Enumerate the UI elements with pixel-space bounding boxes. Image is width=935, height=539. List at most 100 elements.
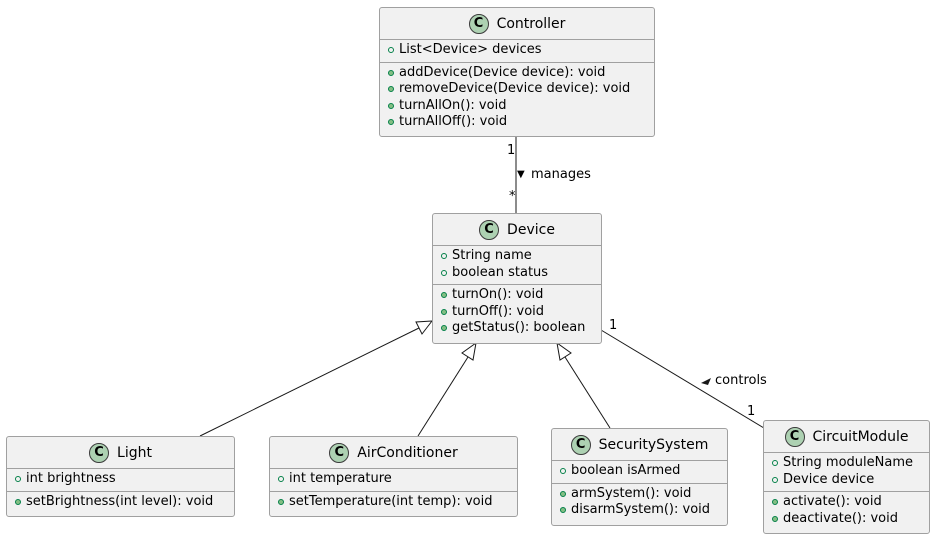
controls-label: controls — [715, 373, 767, 388]
manages-from-multiplicity: 1 — [507, 143, 516, 158]
field-row: boolean status — [433, 265, 601, 282]
method-text: removeDevice(Device device): void — [399, 81, 631, 96]
class-header: C AirConditioner — [270, 437, 517, 469]
manages-to-multiplicity: * — [509, 189, 516, 204]
public-method-icon — [441, 308, 447, 315]
inheritance-airconditioner-line — [417, 356, 469, 437]
methods-section: setTemperature(int temp): void — [270, 490, 517, 514]
class-airconditioner[interactable]: C AirConditioner int temperature setTemp… — [269, 436, 518, 517]
method-text: turnOn(): void — [452, 287, 544, 302]
public-method-icon — [388, 69, 394, 76]
field-row: Device device — [764, 472, 929, 489]
class-icon: C — [570, 434, 591, 455]
class-header: C Light — [7, 437, 234, 469]
fields-section: String moduleName Device device — [764, 453, 929, 491]
field-row: String name — [433, 248, 601, 265]
inheritance-airconditioner-arrowhead — [461, 341, 477, 361]
field-text: List<Device> devices — [399, 42, 542, 57]
method-row: turnAllOff(): void — [380, 114, 654, 131]
method-row: removeDevice(Device device): void — [380, 81, 654, 98]
class-header: C SecuritySystem — [552, 429, 727, 461]
class-icon: C — [89, 442, 110, 463]
manages-direction-arrow: ▼ — [517, 169, 525, 180]
field-text: String moduleName — [783, 455, 913, 470]
method-text: setBrightness(int level): void — [26, 493, 214, 509]
method-text: turnOff(): void — [452, 303, 545, 319]
method-text: turnAllOff(): void — [399, 114, 508, 129]
method-row: turnAllOn(): void — [380, 98, 654, 115]
association-controls-line — [600, 329, 765, 429]
public-field-icon — [772, 460, 778, 467]
public-field-icon — [388, 47, 394, 54]
controls-direction-arrow — [701, 378, 711, 385]
controls-from-multiplicity: 1 — [609, 318, 618, 333]
inheritance-securitysystem-arrowhead — [556, 341, 572, 361]
method-text: activate(): void — [783, 494, 882, 509]
public-method-icon — [15, 498, 21, 505]
public-method-icon — [772, 499, 778, 506]
public-method-icon — [441, 292, 447, 299]
fields-section: String name boolean status — [433, 246, 601, 284]
method-text: disarmSystem(): void — [571, 502, 711, 517]
method-row: setTemperature(int temp): void — [270, 494, 517, 511]
methods-section: activate(): void deactivate(): void — [764, 491, 929, 530]
methods-section: turnOn(): void turnOff(): void getStatus… — [433, 284, 601, 340]
field-text: int brightness — [26, 471, 116, 486]
field-text: Device device — [783, 471, 875, 487]
public-method-icon — [772, 515, 778, 522]
class-header: C Controller — [380, 8, 654, 40]
method-row: addDevice(Device device): void — [380, 65, 654, 82]
field-row: String moduleName — [764, 455, 929, 472]
method-text: deactivate(): void — [783, 510, 898, 526]
field-text: boolean isArmed — [571, 463, 681, 478]
public-field-icon — [15, 476, 21, 483]
methods-section: setBrightness(int level): void — [7, 490, 234, 514]
field-row: int brightness — [7, 471, 234, 488]
method-text: setTemperature(int temp): void — [289, 493, 493, 509]
fields-section: boolean isArmed — [552, 461, 727, 483]
class-name: Device — [507, 221, 555, 238]
public-field-icon — [278, 476, 284, 483]
methods-section: addDevice(Device device): void removeDev… — [380, 61, 654, 134]
class-header: C CircuitModule — [764, 421, 929, 453]
public-method-icon — [278, 498, 284, 505]
class-light[interactable]: C Light int brightness setBrightness(int… — [6, 436, 235, 517]
public-method-icon — [441, 325, 447, 332]
method-row: setBrightness(int level): void — [7, 494, 234, 511]
class-device[interactable]: C Device String name boolean status turn… — [432, 213, 602, 344]
method-text: turnAllOn(): void — [399, 97, 507, 113]
public-field-icon — [441, 269, 447, 276]
public-field-icon — [772, 476, 778, 483]
method-row: armSystem(): void — [552, 486, 727, 503]
class-controller[interactable]: C Controller List<Device> devices addDev… — [379, 7, 655, 137]
class-icon: C — [468, 13, 489, 34]
controls-to-multiplicity: 1 — [747, 404, 756, 419]
class-icon: C — [784, 426, 805, 447]
public-method-icon — [388, 102, 394, 109]
class-name: Light — [117, 444, 152, 461]
inheritance-light-arrowhead — [415, 320, 434, 335]
field-text: int temperature — [289, 471, 392, 486]
fields-section: List<Device> devices — [380, 40, 654, 62]
method-row: disarmSystem(): void — [552, 502, 727, 519]
inheritance-light-line — [199, 326, 422, 437]
class-name: CircuitModule — [812, 428, 909, 445]
method-row: deactivate(): void — [764, 511, 929, 528]
class-name: AirConditioner — [357, 444, 458, 461]
class-icon: C — [329, 442, 350, 463]
class-header: C Device — [433, 214, 601, 246]
method-text: armSystem(): void — [571, 485, 692, 501]
class-icon: C — [479, 219, 500, 240]
public-field-icon — [560, 468, 566, 475]
method-row: getStatus(): boolean — [433, 320, 601, 337]
manages-label: manages — [531, 167, 591, 182]
class-name: SecuritySystem — [598, 436, 709, 453]
field-row: List<Device> devices — [380, 42, 654, 59]
method-row: activate(): void — [764, 494, 929, 511]
methods-section: armSystem(): void disarmSystem(): void — [552, 482, 727, 522]
class-circuitmodule[interactable]: C CircuitModule String moduleName Device… — [763, 420, 930, 534]
public-method-icon — [388, 86, 394, 93]
inheritance-securitysystem-line — [564, 356, 611, 429]
class-securitysystem[interactable]: C SecuritySystem boolean isArmed armSyst… — [551, 428, 728, 526]
